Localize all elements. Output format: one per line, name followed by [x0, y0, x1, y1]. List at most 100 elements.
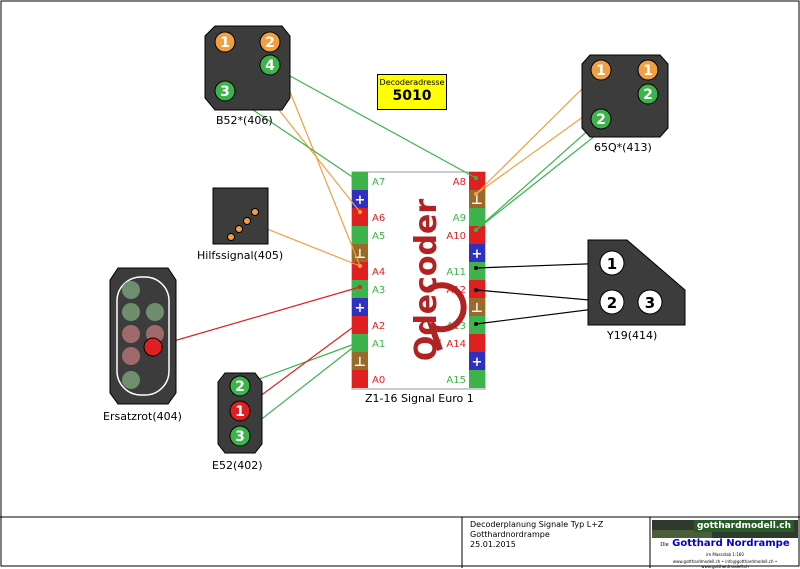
brand-title: Die Gotthard Nordrampe — [652, 538, 798, 549]
label-ersatzrot: Ersatzrot(404) — [103, 410, 182, 423]
lamp-orange — [243, 217, 251, 225]
lamp-white — [599, 289, 625, 315]
pin-label: A4 — [372, 267, 385, 278]
lamp-green — [637, 83, 659, 105]
lamp-orange — [235, 225, 243, 233]
pin-A2 — [352, 316, 368, 334]
pin-A9 — [469, 208, 485, 226]
lamp-orange — [590, 59, 612, 81]
lamp-orange — [227, 233, 235, 241]
pin-label: A5 — [372, 231, 385, 242]
pin-label: A8 — [453, 177, 466, 188]
pin-A15 — [469, 370, 485, 388]
lamp-dim — [122, 303, 140, 321]
pin-symbol: + — [355, 301, 366, 316]
lamp-number: 3 — [235, 429, 245, 445]
lamp-dim — [122, 347, 140, 365]
footer-line-3: 25.01.2015 — [470, 540, 516, 549]
lamp-number: 2 — [235, 379, 245, 395]
lamp-green — [214, 80, 236, 102]
lamp-number: 1 — [607, 255, 617, 273]
pin-label: A6 — [372, 213, 385, 224]
wire-end — [358, 180, 362, 184]
lamp-dim — [146, 303, 164, 321]
lamp-dim — [122, 371, 140, 389]
pin-label: A15 — [446, 375, 466, 386]
label-e52: E52(402) — [212, 459, 263, 472]
pin-label: A9 — [453, 213, 466, 224]
pin-+ — [352, 190, 368, 208]
pin-label: A7 — [372, 177, 385, 188]
pin-⊥ — [352, 352, 368, 370]
lamp-orange — [637, 59, 659, 81]
decoder-name: Z1-16 Signal Euro 1 — [365, 392, 474, 405]
pin-label: A2 — [372, 321, 385, 332]
signal-e52[interactable]: 2 1 3 — [217, 372, 263, 454]
lamp-number: 2 — [643, 87, 653, 103]
lamp-number: 1 — [643, 63, 653, 79]
brand-pre: Die — [660, 542, 669, 548]
wire-end — [358, 320, 362, 324]
decoder-address-label: Decoderadresse — [379, 78, 445, 87]
qdecoder-logo: Qdecoder — [409, 199, 467, 362]
wire — [269, 64, 477, 179]
label-y19: Y19(414) — [607, 329, 658, 342]
pin-⊥ — [469, 190, 485, 208]
signal-y19[interactable]: 1 2 3 — [587, 239, 686, 326]
wire-end — [358, 210, 362, 214]
pin-label: A1 — [372, 339, 385, 350]
signal-ersatzrot[interactable] — [109, 267, 177, 405]
brand-links: www.gotthardmodell.ch • info@gotthardmod… — [672, 559, 778, 569]
lamp-dim — [122, 281, 140, 299]
lamp-number: 1 — [596, 63, 606, 79]
pin-label: A0 — [372, 375, 385, 386]
pin-label: A3 — [372, 285, 385, 296]
signal-hilfs[interactable] — [212, 187, 269, 245]
lamp-number: 3 — [220, 84, 230, 100]
lamp-number: 4 — [265, 58, 275, 74]
lamp-green — [259, 54, 281, 76]
pin-symbol: + — [355, 193, 366, 208]
logo-text: Qdecoder — [409, 199, 444, 362]
footer-line-2: Gotthardnordrampe — [470, 530, 550, 539]
pin-A4 — [352, 262, 368, 280]
signal-b52[interactable]: 1 2 4 3 — [204, 25, 291, 111]
pin-A5 — [352, 226, 368, 244]
pin-⊥ — [469, 298, 485, 316]
pin-symbol: ⊥ — [354, 355, 366, 370]
pin-A14 — [469, 334, 485, 352]
pin-+ — [469, 352, 485, 370]
brand-title-text: Gotthard Nordrampe — [672, 538, 790, 549]
wire-end — [474, 288, 478, 292]
label-hilfs: Hilfssignal(405) — [197, 249, 284, 262]
lamp-green — [590, 108, 612, 130]
lamp-number: 1 — [235, 404, 245, 420]
lamp-number: 2 — [265, 35, 275, 51]
pin-+ — [352, 298, 368, 316]
footer-line-1: Decoderplanung Signale Typ L+Z — [470, 520, 604, 529]
pin-A6 — [352, 208, 368, 226]
pin-label: A10 — [446, 231, 466, 242]
lamp-orange — [214, 31, 236, 53]
pin-symbol: + — [472, 247, 483, 262]
lamp-orange — [259, 31, 281, 53]
pin-label: A11 — [446, 267, 466, 278]
wire-end — [358, 340, 362, 344]
signal-65q[interactable]: 1 1 2 2 — [581, 54, 669, 138]
wire — [152, 286, 361, 348]
wire-end — [474, 228, 478, 232]
lamp-red — [229, 400, 251, 422]
pin-symbol: ⊥ — [471, 193, 483, 208]
brand-logo: gotthardmodell.ch Die Gotthard Nordrampe… — [652, 520, 798, 569]
pin-A11 — [469, 262, 485, 280]
lamp-number: 2 — [607, 294, 617, 312]
lamp-green — [229, 375, 251, 397]
lamp-white — [637, 289, 663, 315]
wire-end — [474, 322, 478, 326]
footer-info: Decoderplanung Signale Typ L+Z Gotthardn… — [470, 520, 603, 550]
pin-symbol: ⊥ — [471, 301, 483, 316]
decoder-address-box: Decoderadresse 5010 — [377, 74, 447, 110]
pin-label: A14 — [446, 339, 466, 350]
